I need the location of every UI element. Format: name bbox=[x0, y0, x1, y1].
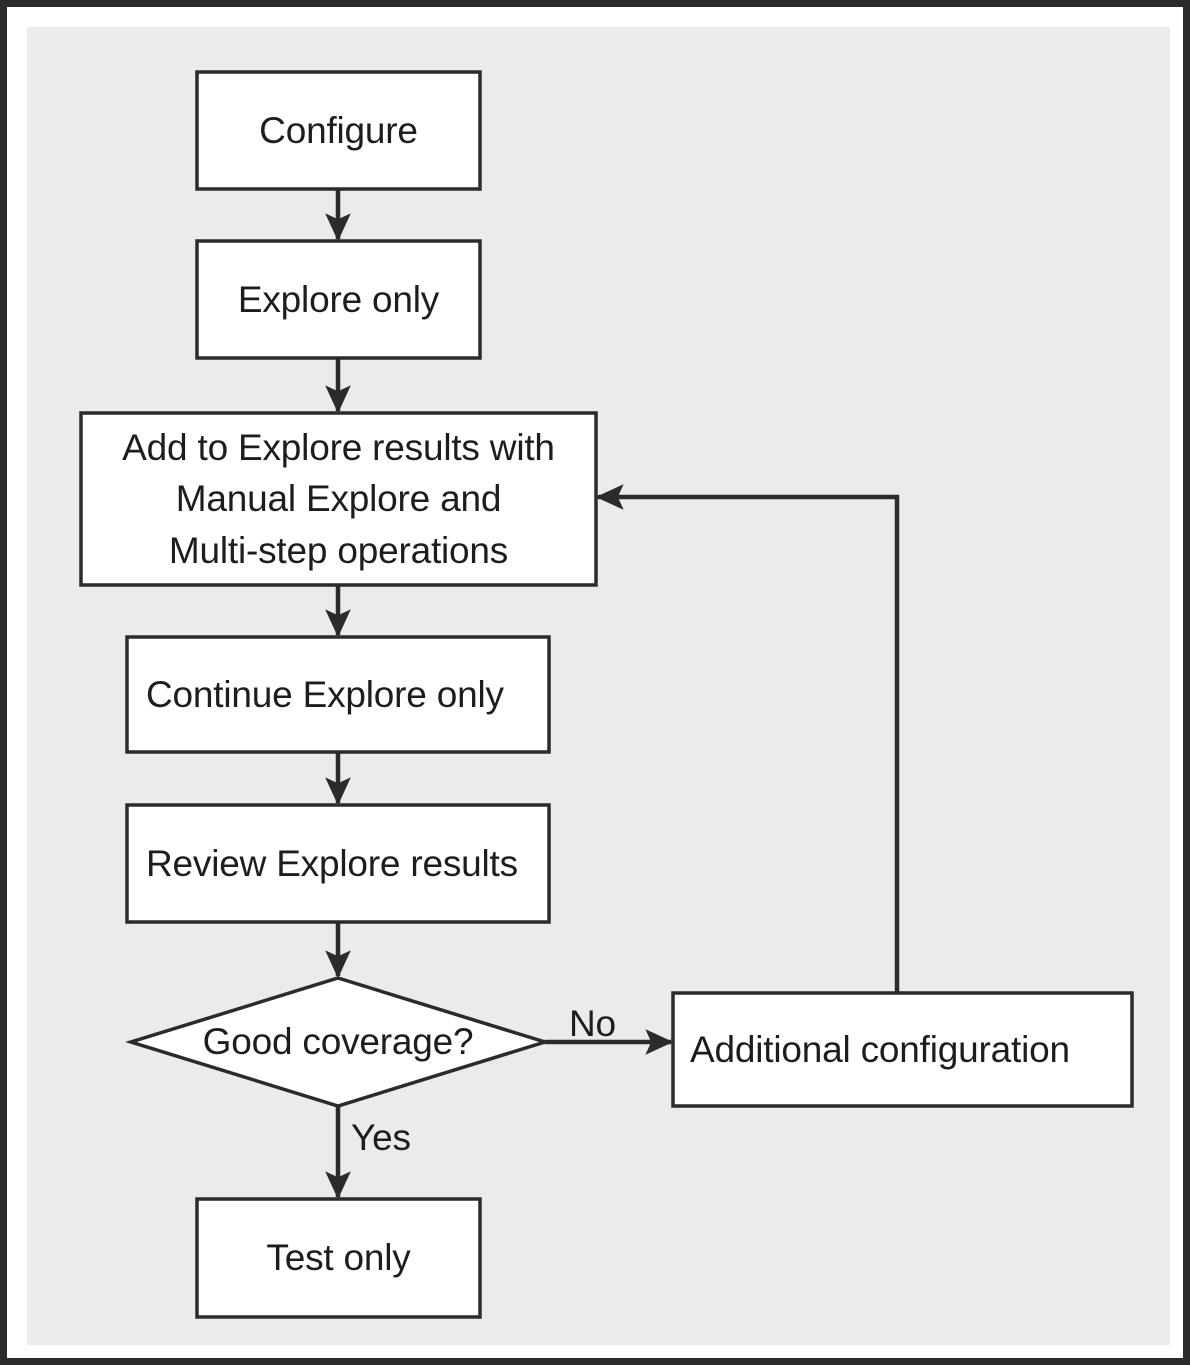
node-add-to-explore-results[interactable] bbox=[79, 411, 598, 587]
node-explore-only[interactable] bbox=[195, 239, 482, 360]
node-configure[interactable] bbox=[195, 70, 482, 191]
flowchart-graphics bbox=[79, 70, 1134, 1319]
node-continue-explore-only[interactable] bbox=[125, 635, 551, 754]
node-good-coverage[interactable] bbox=[125, 976, 551, 1108]
node-review-explore-results[interactable] bbox=[125, 803, 551, 924]
node-additional-configuration[interactable] bbox=[671, 991, 1134, 1108]
edge-additional-configuration-feedback bbox=[595, 484, 900, 993]
node-test-only[interactable] bbox=[195, 1197, 482, 1319]
